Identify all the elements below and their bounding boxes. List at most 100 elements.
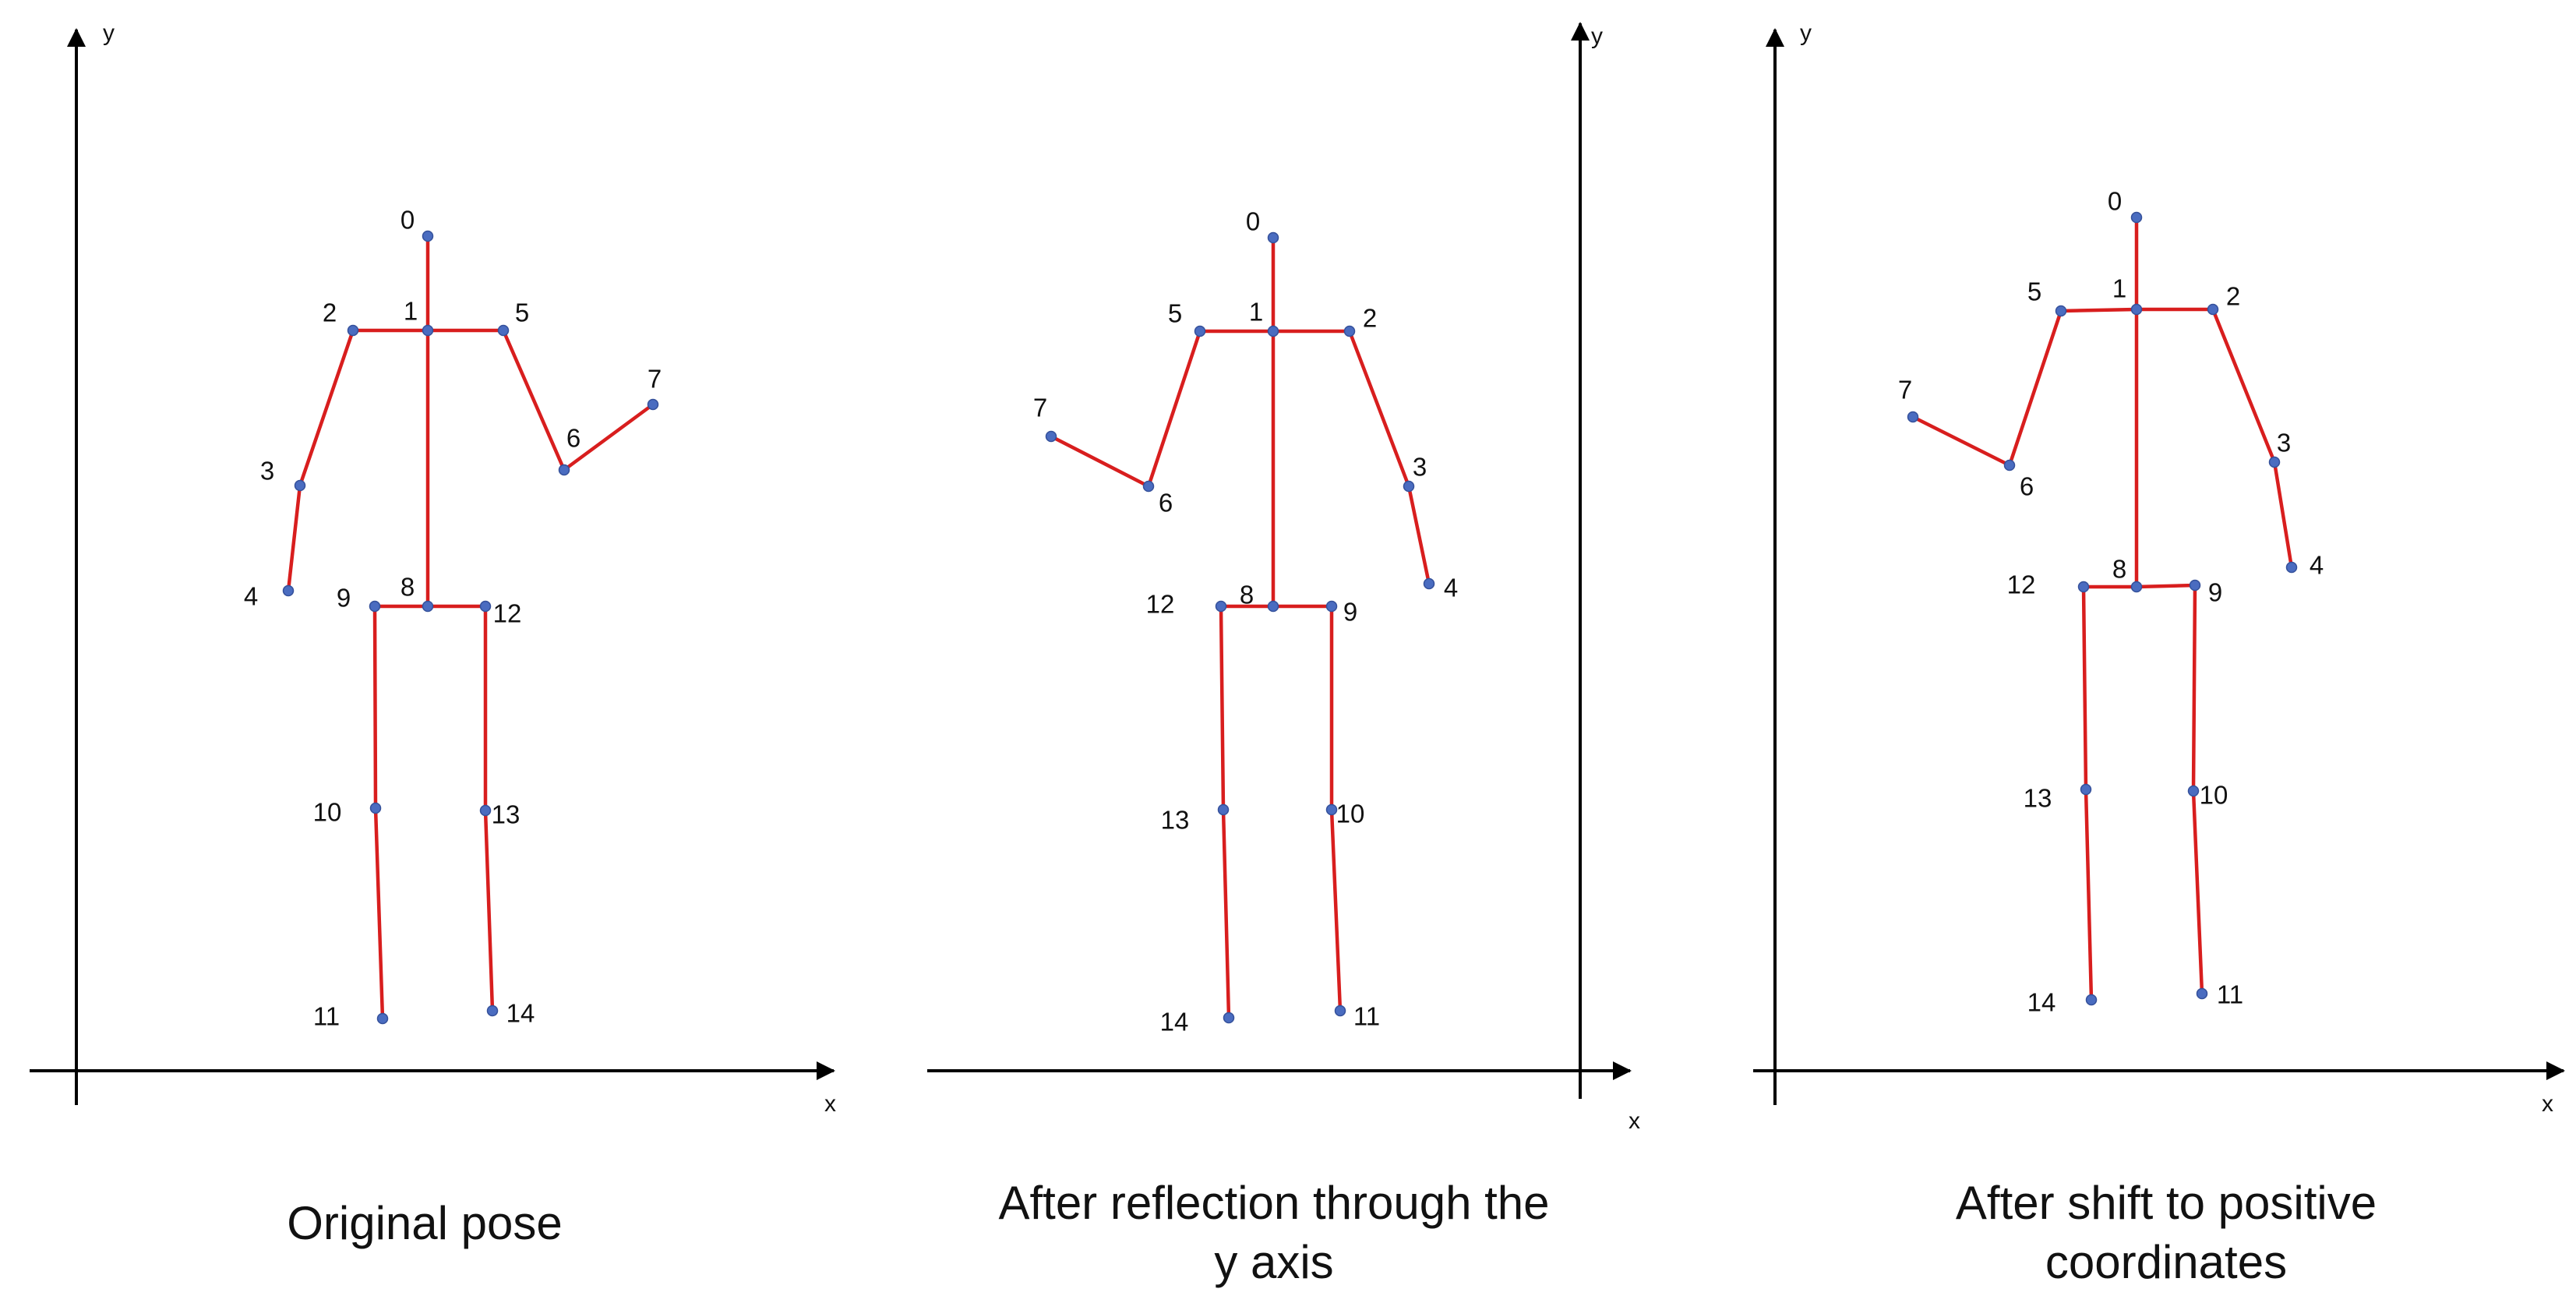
panel-3-joint-0 <box>2130 211 2143 224</box>
panel-3-joint-6 <box>2003 459 2016 471</box>
panel-1-joint-label-5: 5 <box>515 298 529 327</box>
panel-2-axes: x y <box>927 22 1640 1134</box>
panel-1-joint-2 <box>347 324 359 337</box>
panel-3-joint-label-0: 0 <box>2108 187 2122 216</box>
panel-1-axes: x y <box>30 20 836 1117</box>
panel-3-joint-label-7: 7 <box>1898 376 1912 404</box>
panel-1-joint-5 <box>497 324 510 337</box>
panel-3-joint-label-8: 8 <box>2112 555 2126 584</box>
panel-2-joint-label-6: 6 <box>1159 489 1173 517</box>
panel-3-joint-label-6: 6 <box>2020 472 2034 501</box>
panel-2-bone-6-7 <box>1049 434 1151 489</box>
panel-1-caption-line-1: Original pose <box>287 1197 563 1249</box>
panel-3-y-axis-label: y <box>1800 20 1812 46</box>
panel-2-joint-13 <box>1217 803 1230 816</box>
panel-2-joint-label-9: 9 <box>1343 598 1357 627</box>
panel-2-joint-12 <box>1215 600 1227 613</box>
panel-2-joint-label-8: 8 <box>1240 581 1254 609</box>
panel-3-bone-12-13 <box>2081 584 2088 792</box>
panel-2-joint-11 <box>1334 1005 1346 1017</box>
panel-2-joint-label-7: 7 <box>1033 394 1047 422</box>
panel-2-bone-2-3 <box>1347 329 1411 489</box>
panel-2-joint-0 <box>1267 231 1279 244</box>
panel-1-joint-label-4: 4 <box>244 582 258 611</box>
panel-3-joint-14 <box>2085 994 2098 1006</box>
panel-1-joint-label-1: 1 <box>404 297 418 326</box>
panel-3-joint-label-3: 3 <box>2277 429 2291 457</box>
panel-1-joint-11 <box>376 1012 389 1025</box>
panel-2-bone-5-6 <box>1146 329 1202 489</box>
panel-2-joint-9 <box>1325 600 1338 613</box>
panel-2-joint-label-0: 0 <box>1246 207 1260 236</box>
panel-1-joint-label-6: 6 <box>566 424 580 453</box>
panel-2-joint-label-3: 3 <box>1413 453 1427 482</box>
panel-3-joint-label-2: 2 <box>2226 282 2240 311</box>
panel-2-bone-12-13 <box>1219 604 1226 812</box>
panel-2-joint-7 <box>1045 430 1057 443</box>
panel-1-bone-9-10 <box>372 604 378 810</box>
panel-1-joint-label-14: 14 <box>506 999 535 1028</box>
panel-3-x-axis-label: x <box>2542 1091 2553 1117</box>
panel-1-bone-13-14 <box>483 808 495 1013</box>
panel-3-joint-4 <box>2285 561 2298 574</box>
panel-1-joint-label-13: 13 <box>492 800 520 829</box>
panel-3-caption-line-2: coordinates <box>2045 1236 2288 1288</box>
panel-3-joint-label-5: 5 <box>2027 277 2041 306</box>
panel-3-bone-6-7 <box>1911 415 2012 468</box>
panel-1-joint-10 <box>369 802 382 814</box>
panel-1-y-axis-label: y <box>103 20 115 46</box>
panel-3-bone-1-5 <box>2059 307 2139 313</box>
panel-1-x-axis-label: x <box>824 1091 836 1117</box>
panel-3-caption: After shift to positive coordinates <box>1792 1174 2540 1292</box>
panel-3-joint-11 <box>2196 987 2208 1000</box>
panel-1-joint-label-3: 3 <box>260 457 274 486</box>
panel-2-joint-2 <box>1343 325 1356 337</box>
panel-3-bone-9-10 <box>2191 583 2197 793</box>
panel-2-joint-label-4: 4 <box>1444 574 1458 602</box>
panel-3-axes: x y <box>1753 20 2565 1117</box>
panel-1-joint-13 <box>479 804 492 817</box>
panel-1-joint-label-8: 8 <box>401 573 415 602</box>
panel-2-joint-10 <box>1325 803 1338 816</box>
panel-2-joint-5 <box>1194 325 1206 337</box>
panel-1-joint-14 <box>486 1005 499 1017</box>
panel-3-joint-12 <box>2077 581 2090 593</box>
panel-3-joint-5 <box>2055 305 2067 317</box>
panel-3-joint-label-11: 11 <box>2217 980 2243 1009</box>
panel-2-joint-1 <box>1267 325 1279 337</box>
panel-3-joint-13 <box>2080 783 2092 796</box>
panel-1-joint-7 <box>647 398 659 411</box>
panel-1-bone-6-7 <box>562 402 655 472</box>
panel-2-joint-label-1: 1 <box>1249 298 1263 327</box>
panel-2-bone-13-14 <box>1221 807 1231 1020</box>
panel-1-joint-1 <box>422 324 434 337</box>
panel-1-joint-4 <box>282 584 295 597</box>
panel-2-joint-label-12: 12 <box>1146 590 1175 619</box>
panel-1-joint-label-11: 11 <box>313 1002 340 1031</box>
panel-3-joint-1 <box>2130 303 2143 316</box>
panel-3-joint-label-12: 12 <box>2007 570 2036 599</box>
panel-2-joint-3 <box>1403 480 1415 493</box>
panel-1-bone-2-3 <box>298 328 355 488</box>
panel-2-joint-label-13: 13 <box>1161 806 1190 835</box>
panel-3-joint-3 <box>2268 456 2281 468</box>
panel-2-joint-label-10: 10 <box>1336 800 1365 828</box>
panel-1-joint-label-12: 12 <box>493 599 522 628</box>
panel-1-bone-3-4 <box>286 483 302 593</box>
panel-1-joint-label-2: 2 <box>323 298 337 327</box>
panel-2-joint-4 <box>1423 577 1435 590</box>
panel-1-joint-9 <box>369 600 381 613</box>
panel-3-joint-label-10: 10 <box>2200 781 2228 810</box>
panel-2-joint-label-5: 5 <box>1168 299 1182 328</box>
panel-2-caption: After reflection through the y axis <box>888 1174 1660 1292</box>
panel-3-joint-label-1: 1 <box>2112 274 2126 303</box>
panel-1-joint-label-10: 10 <box>313 798 342 827</box>
panel-1-joint-label-9: 9 <box>337 584 351 613</box>
panel-3-joint-label-13: 13 <box>2024 784 2052 813</box>
panel-2-bone-10-11 <box>1329 807 1343 1013</box>
panel-3-joint-label-4: 4 <box>2310 551 2324 580</box>
panel-1-caption: Original pose <box>140 1194 709 1253</box>
